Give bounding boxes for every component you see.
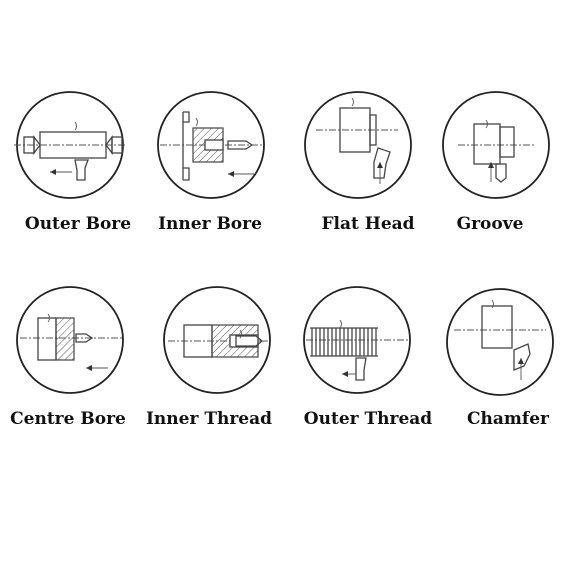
- centre-bore-icon: [16, 286, 124, 394]
- flat-head-icon: [304, 91, 412, 199]
- outer-bore-icon: [14, 91, 126, 199]
- inner-thread-icon: [163, 286, 271, 394]
- label-flat-head: Flat Head: [321, 214, 415, 234]
- label-outer-thread: Outer Thread: [303, 409, 433, 429]
- label-outer-bore: Outer Bore: [24, 214, 132, 234]
- inner-bore-icon: [157, 91, 265, 199]
- label-groove: Groove: [456, 214, 524, 234]
- label-inner-bore: Inner Bore: [158, 214, 262, 234]
- label-inner-thread: Inner Thread: [145, 409, 273, 429]
- label-centre-bore: Centre Bore: [10, 409, 126, 429]
- groove-icon: [442, 91, 550, 199]
- label-chamfer: Chamfer: [467, 409, 549, 429]
- chamfer-icon: [446, 288, 554, 396]
- outer-thread-icon: [303, 286, 411, 394]
